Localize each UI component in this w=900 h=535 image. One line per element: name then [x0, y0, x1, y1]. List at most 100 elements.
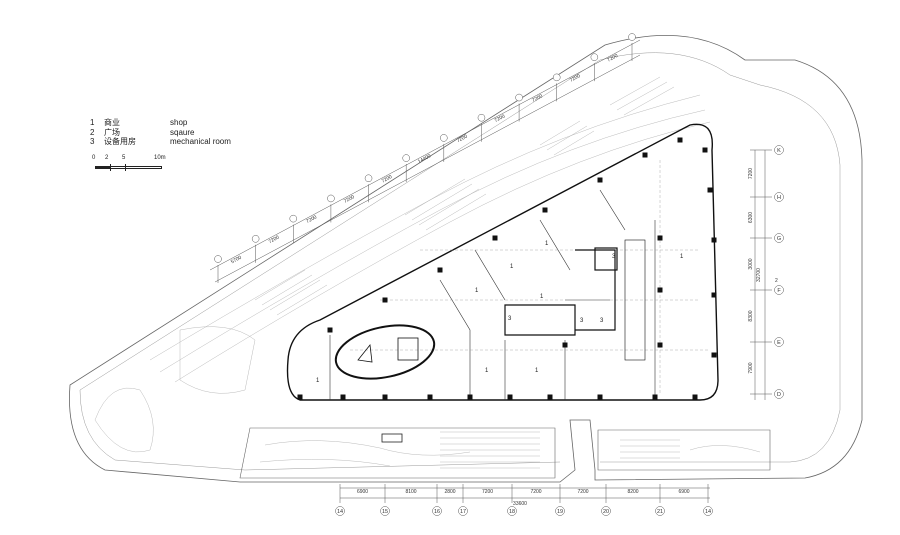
dimension-value: 7200	[268, 234, 281, 245]
scale-bar-graphic	[95, 164, 162, 171]
axis-bubble	[601, 506, 611, 516]
column	[677, 137, 683, 143]
dimension-value: 7200	[456, 134, 469, 145]
axis-bubble	[703, 506, 713, 516]
column	[382, 394, 388, 400]
oval-atrium	[334, 324, 436, 380]
legend-number: 3	[90, 137, 95, 146]
dimension-value: 7200	[482, 489, 493, 495]
axis-bubble	[440, 134, 448, 142]
axis-bubble	[774, 233, 784, 243]
dimension-value: 6300	[748, 212, 754, 223]
legend-label-en: sqaure	[170, 127, 195, 137]
axis-bubble	[655, 506, 665, 516]
axis-label: H	[777, 195, 781, 201]
axis-label: F	[777, 288, 781, 294]
room-label-mechanical: 3	[600, 318, 604, 324]
column	[597, 394, 603, 400]
square-label: 2	[775, 278, 778, 284]
axis-bubble	[380, 506, 390, 516]
column	[702, 147, 708, 153]
axis-bubble	[327, 194, 335, 203]
column	[507, 394, 513, 400]
axis-bubble	[507, 506, 517, 516]
dimension-value: 6900	[678, 489, 689, 495]
axis-bubble	[214, 255, 222, 263]
axis-label: 20	[603, 509, 609, 515]
scale-label: 2	[105, 155, 109, 161]
building-outline	[286, 123, 719, 401]
axis-bubble	[774, 145, 784, 155]
axis-label: 15	[382, 509, 388, 515]
dimension-value: 8100	[405, 489, 416, 495]
axis-bubble	[335, 506, 345, 516]
dimension-value: 7900	[748, 362, 754, 373]
room-label-mechanical: 3	[612, 254, 616, 260]
column	[542, 207, 548, 213]
axis-label: 18	[509, 509, 515, 515]
column	[652, 394, 658, 400]
axis-bubble	[590, 53, 599, 61]
axis-bubble	[515, 93, 523, 102]
room-label-shop: 1	[510, 264, 514, 270]
column	[327, 327, 333, 333]
column	[711, 352, 717, 358]
dimension-value: 7200	[569, 73, 582, 84]
dimension-value: 7200	[343, 194, 356, 205]
column	[562, 342, 568, 348]
room-label-mechanical: 3	[508, 316, 512, 322]
structural-columns	[297, 137, 717, 400]
axis-bubble	[774, 192, 784, 202]
dimension-total: 32700	[756, 268, 762, 282]
room-label-shop: 1	[535, 368, 539, 374]
legend-item-square: 2 广场 sqaure	[90, 128, 231, 138]
scale-label: 5	[122, 155, 126, 161]
axis-bubble	[774, 389, 784, 399]
column	[657, 235, 663, 241]
legend-item-mechanical-room: 3 设备用房 mechanical room	[90, 137, 231, 147]
axis-bubble	[774, 337, 784, 347]
site-inner-boundary	[79, 52, 841, 471]
dimension-total: 33600	[513, 501, 527, 507]
dimension-value: 3000	[748, 258, 754, 269]
column	[707, 187, 713, 193]
axis-label: 14	[337, 509, 343, 515]
column	[597, 177, 603, 183]
legend-label-zh: 设备用房	[104, 137, 136, 146]
column	[492, 235, 498, 241]
site-boundary	[69, 34, 863, 483]
axis-bubble	[432, 506, 442, 516]
axis-label: 17	[460, 509, 466, 515]
dimension-value: 7200	[531, 93, 544, 104]
axis-bubble	[774, 285, 784, 295]
column	[711, 237, 717, 243]
legend-number: 1	[90, 118, 95, 127]
room-labels: 1 1 1 1 1 1 1 1 3 3 3 3	[316, 241, 684, 384]
dimension-value: 7200	[606, 53, 619, 64]
axis-label: E	[777, 340, 781, 346]
dimension-value: 5700	[230, 255, 243, 266]
axis-bubble	[364, 174, 373, 183]
room-label-shop: 1	[545, 241, 549, 247]
scale-label: 0	[92, 155, 96, 161]
room-label-shop: 1	[540, 294, 544, 300]
axis-label: G	[777, 236, 781, 242]
axis-bubble	[555, 506, 565, 516]
axis-label: K	[777, 148, 781, 154]
dimension-value: 7200	[748, 168, 754, 179]
legend-label-zh: 广场	[104, 127, 120, 137]
column	[437, 267, 443, 273]
axis-label: 14	[705, 509, 711, 515]
legend-label-zh: 商业	[104, 118, 120, 127]
legend-label-en: mechanical room	[170, 137, 231, 146]
dimension-value: 2800	[444, 489, 455, 495]
dimension-value: 7200	[577, 489, 588, 495]
axis-bubble	[458, 506, 468, 516]
dimension-value: 6900	[357, 489, 368, 495]
scale-label: 10m	[154, 155, 166, 161]
